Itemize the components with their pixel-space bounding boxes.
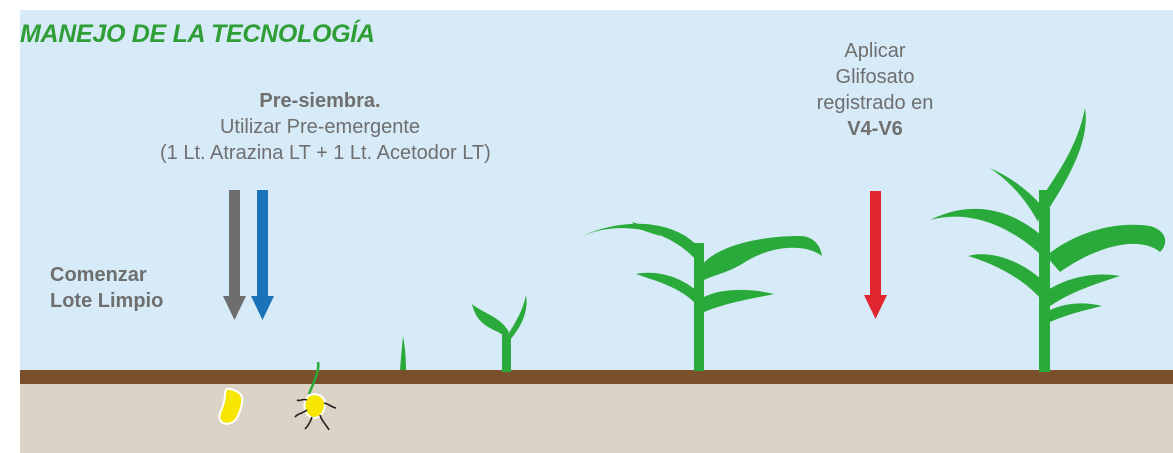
aplicar-line1: Aplicar	[780, 38, 970, 64]
down-arrow-blue	[251, 190, 274, 320]
aplicar-stage: V4-V6	[780, 116, 970, 142]
corn-plant-icon	[930, 108, 1165, 372]
presiembra-dosage: (1 Lt. Atrazina LT + 1 Lt. Acetodor LT)	[160, 140, 480, 166]
aplicar-line3: registrado en	[780, 90, 970, 116]
illustration	[20, 10, 1173, 453]
down-arrow-red	[864, 191, 887, 319]
page-title: MANEJO DE LA TECNOLOGÍA	[20, 20, 375, 49]
comenzar-line2: Lote Limpio	[50, 288, 163, 314]
down-arrow-gray	[223, 190, 246, 320]
comenzar-line1: Comenzar	[50, 262, 163, 288]
seed-icon	[219, 389, 242, 424]
corn-plant-icon	[400, 336, 406, 370]
presiembra-instructions: Pre-siembra. Utilizar Pre-emergente (1 L…	[160, 88, 480, 166]
comenzar-label: Comenzar Lote Limpio	[50, 262, 163, 314]
germinating-seed-icon	[295, 362, 336, 430]
corn-plant-icon	[472, 295, 527, 372]
presiembra-line: Utilizar Pre-emergente	[160, 114, 480, 140]
aplicar-line2: Glifosato	[780, 64, 970, 90]
stage: MANEJO DE LA TECNOLOGÍA Pre-siembra. Uti…	[20, 10, 1173, 453]
aplicar-instructions: Aplicar Glifosato registrado en V4-V6	[780, 38, 970, 142]
corn-plant-icon	[582, 222, 822, 371]
presiembra-heading: Pre-siembra.	[160, 88, 480, 114]
